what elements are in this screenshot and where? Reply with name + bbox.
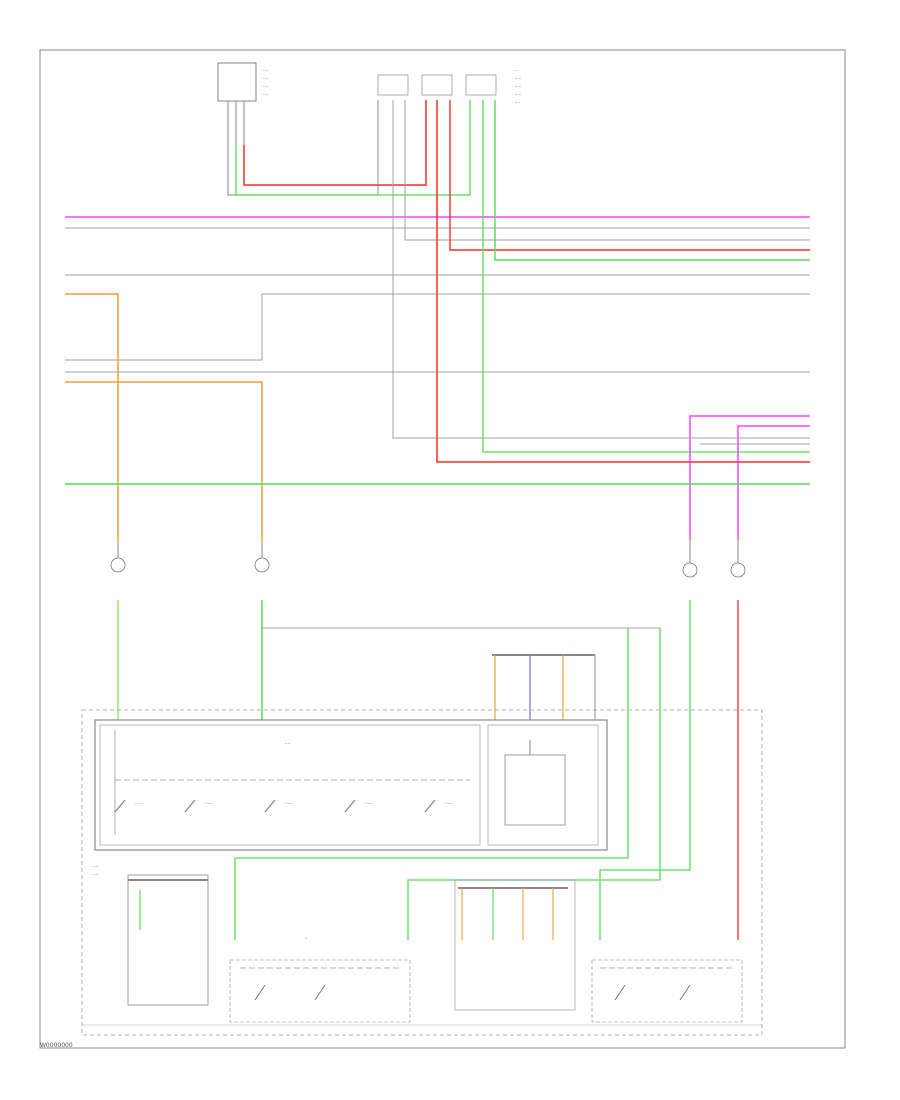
wire-magenta-right-a [689, 415, 810, 540]
svg-text:····: ···· [285, 741, 290, 746]
diagram-code: W0000000 [40, 1042, 73, 1049]
top-module-connector: ····· ····· ····· ····· [217, 62, 268, 145]
svg-text:·····: ····· [262, 68, 268, 73]
bulb-mid [254, 540, 270, 573]
svg-text:·····: ····· [515, 84, 521, 89]
bottom-block-left: ····· ····· [92, 864, 209, 1006]
bus-gray-2 [404, 100, 810, 241]
svg-text:······: ······ [365, 801, 373, 806]
wire-green-right [482, 100, 810, 453]
svg-text:······: ······ [285, 801, 293, 806]
wire-orange-mid [65, 381, 263, 540]
wire-gray-top-a [227, 100, 379, 196]
wire-green-right-low [599, 600, 691, 940]
control-module-outline [81, 709, 763, 1036]
wire-gray-right [392, 100, 810, 439]
svg-text:·····: ····· [262, 76, 268, 81]
bottom-block-right [591, 959, 743, 1023]
svg-text:·····: ····· [515, 92, 521, 97]
top-connector-group: ··· ····· ····· ····· ···· [377, 68, 521, 105]
bulb-right-b [730, 540, 746, 578]
wire-magenta-right-b [737, 425, 810, 540]
svg-text:····: ···· [515, 100, 520, 105]
wire-orange-left [65, 293, 119, 540]
svg-text:·····: ····· [92, 872, 98, 877]
svg-text:···: ··· [515, 68, 519, 73]
wire-red-right [436, 100, 810, 463]
svg-text:······: ······ [135, 801, 143, 806]
svg-text:·····: ····· [262, 92, 268, 97]
bottom-block-mid: ·· [229, 936, 411, 1023]
diagram-frame [39, 49, 846, 1049]
svg-text:·····: ····· [262, 84, 268, 89]
switch-panel: ···· ······ ······ ······ ······ ······ [94, 719, 608, 851]
bus-red-2 [449, 100, 810, 251]
bus-green-2 [494, 100, 810, 261]
harness-connector-top [492, 654, 596, 720]
bulb-left [110, 540, 126, 573]
svg-text:··: ·· [305, 936, 308, 941]
svg-text:······: ······ [205, 801, 213, 806]
wire-red-top [243, 100, 427, 186]
svg-text:·····: ····· [515, 76, 521, 81]
wire-green-top [235, 100, 471, 196]
bulb-right-a [682, 540, 698, 578]
wire-green-to-bottom-a [234, 628, 629, 940]
wire-green-to-bottom-b [407, 628, 661, 940]
svg-text:·····: ····· [92, 864, 98, 869]
svg-text:······: ······ [445, 801, 453, 806]
wire-gray-long [65, 293, 810, 361]
bottom-block-connector [454, 879, 576, 1011]
